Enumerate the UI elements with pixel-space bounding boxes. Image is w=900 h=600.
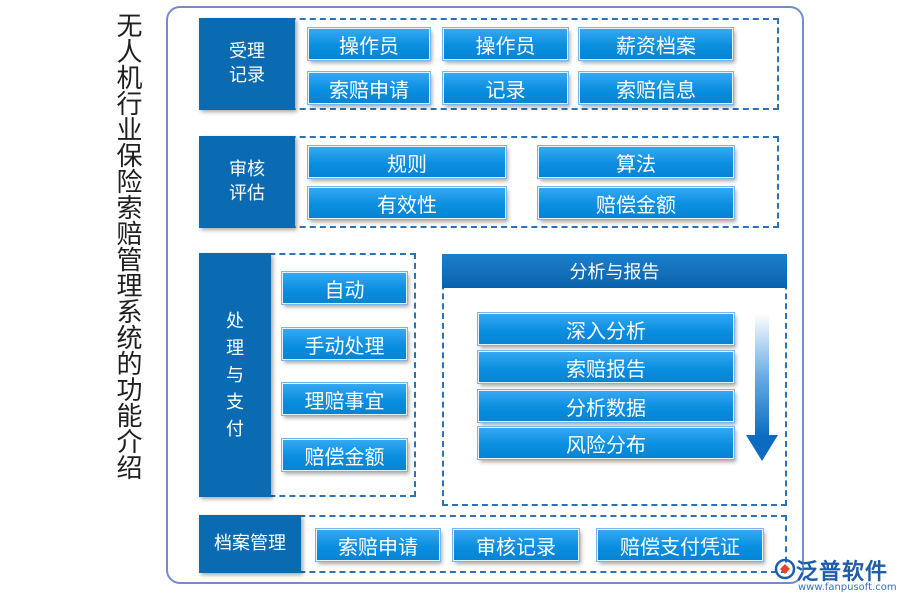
archive-button-claim-application[interactable]: 索赔申请 xyxy=(315,528,441,562)
analysis-button-report[interactable]: 索赔报告 xyxy=(477,350,735,384)
review-label: 审核 评估 xyxy=(199,136,295,228)
review-button-rules[interactable]: 规则 xyxy=(307,145,507,179)
review-label-line2: 评估 xyxy=(229,183,265,204)
analysis-button-data[interactable]: 分析数据 xyxy=(477,389,735,423)
diagram-title: 无人机行业保险索赔管理系统的功能介绍 xyxy=(112,12,142,480)
intake-button-salary-archive[interactable]: 薪资档案 xyxy=(578,27,734,61)
analysis-header: 分析与报告 xyxy=(442,254,787,288)
intake-button-claim-application[interactable]: 索赔申请 xyxy=(307,71,431,105)
archive-label: 档案管理 xyxy=(199,515,301,573)
process-button-claim-matters[interactable]: 理赔事宜 xyxy=(281,382,408,416)
process-label-char-4: 支 xyxy=(226,391,244,413)
brand-url: www.fanpusoft.com xyxy=(798,582,897,593)
process-label-char-5: 付 xyxy=(226,418,244,440)
process-label: 处 理 与 支 付 xyxy=(199,253,271,497)
brand-logo: 泛普软件 www.fanpusoft.com xyxy=(770,552,898,598)
down-arrow-icon xyxy=(746,313,778,461)
process-button-manual[interactable]: 手动处理 xyxy=(281,327,408,361)
intake-button-operator-1[interactable]: 操作员 xyxy=(307,27,431,61)
review-button-algorithm[interactable]: 算法 xyxy=(537,145,735,179)
fanpu-logo-icon xyxy=(774,558,796,580)
archive-button-review-records[interactable]: 审核记录 xyxy=(452,528,580,562)
intake-button-operator-2[interactable]: 操作员 xyxy=(442,27,569,61)
review-button-compensation[interactable]: 赔偿金额 xyxy=(537,186,735,220)
analysis-button-deep[interactable]: 深入分析 xyxy=(477,312,735,346)
intake-button-claim-info[interactable]: 索赔信息 xyxy=(578,71,734,105)
process-button-auto[interactable]: 自动 xyxy=(281,271,408,305)
intake-label: 受理 记录 xyxy=(199,18,295,110)
brand-name: 泛普软件 xyxy=(796,560,889,585)
process-label-char-3: 与 xyxy=(226,364,244,386)
intake-label-line1: 受理 xyxy=(229,41,265,62)
analysis-button-risk[interactable]: 风险分布 xyxy=(477,426,735,460)
review-label-line1: 审核 xyxy=(229,159,265,180)
process-label-char-1: 处 xyxy=(226,310,244,332)
intake-button-record[interactable]: 记录 xyxy=(442,71,569,105)
process-label-char-2: 理 xyxy=(226,337,244,359)
process-button-compensation[interactable]: 赔偿金额 xyxy=(281,438,408,472)
review-button-validity[interactable]: 有效性 xyxy=(307,186,507,220)
intake-label-line2: 记录 xyxy=(229,65,265,86)
archive-button-payment-vouchers[interactable]: 赔偿支付凭证 xyxy=(596,528,764,562)
